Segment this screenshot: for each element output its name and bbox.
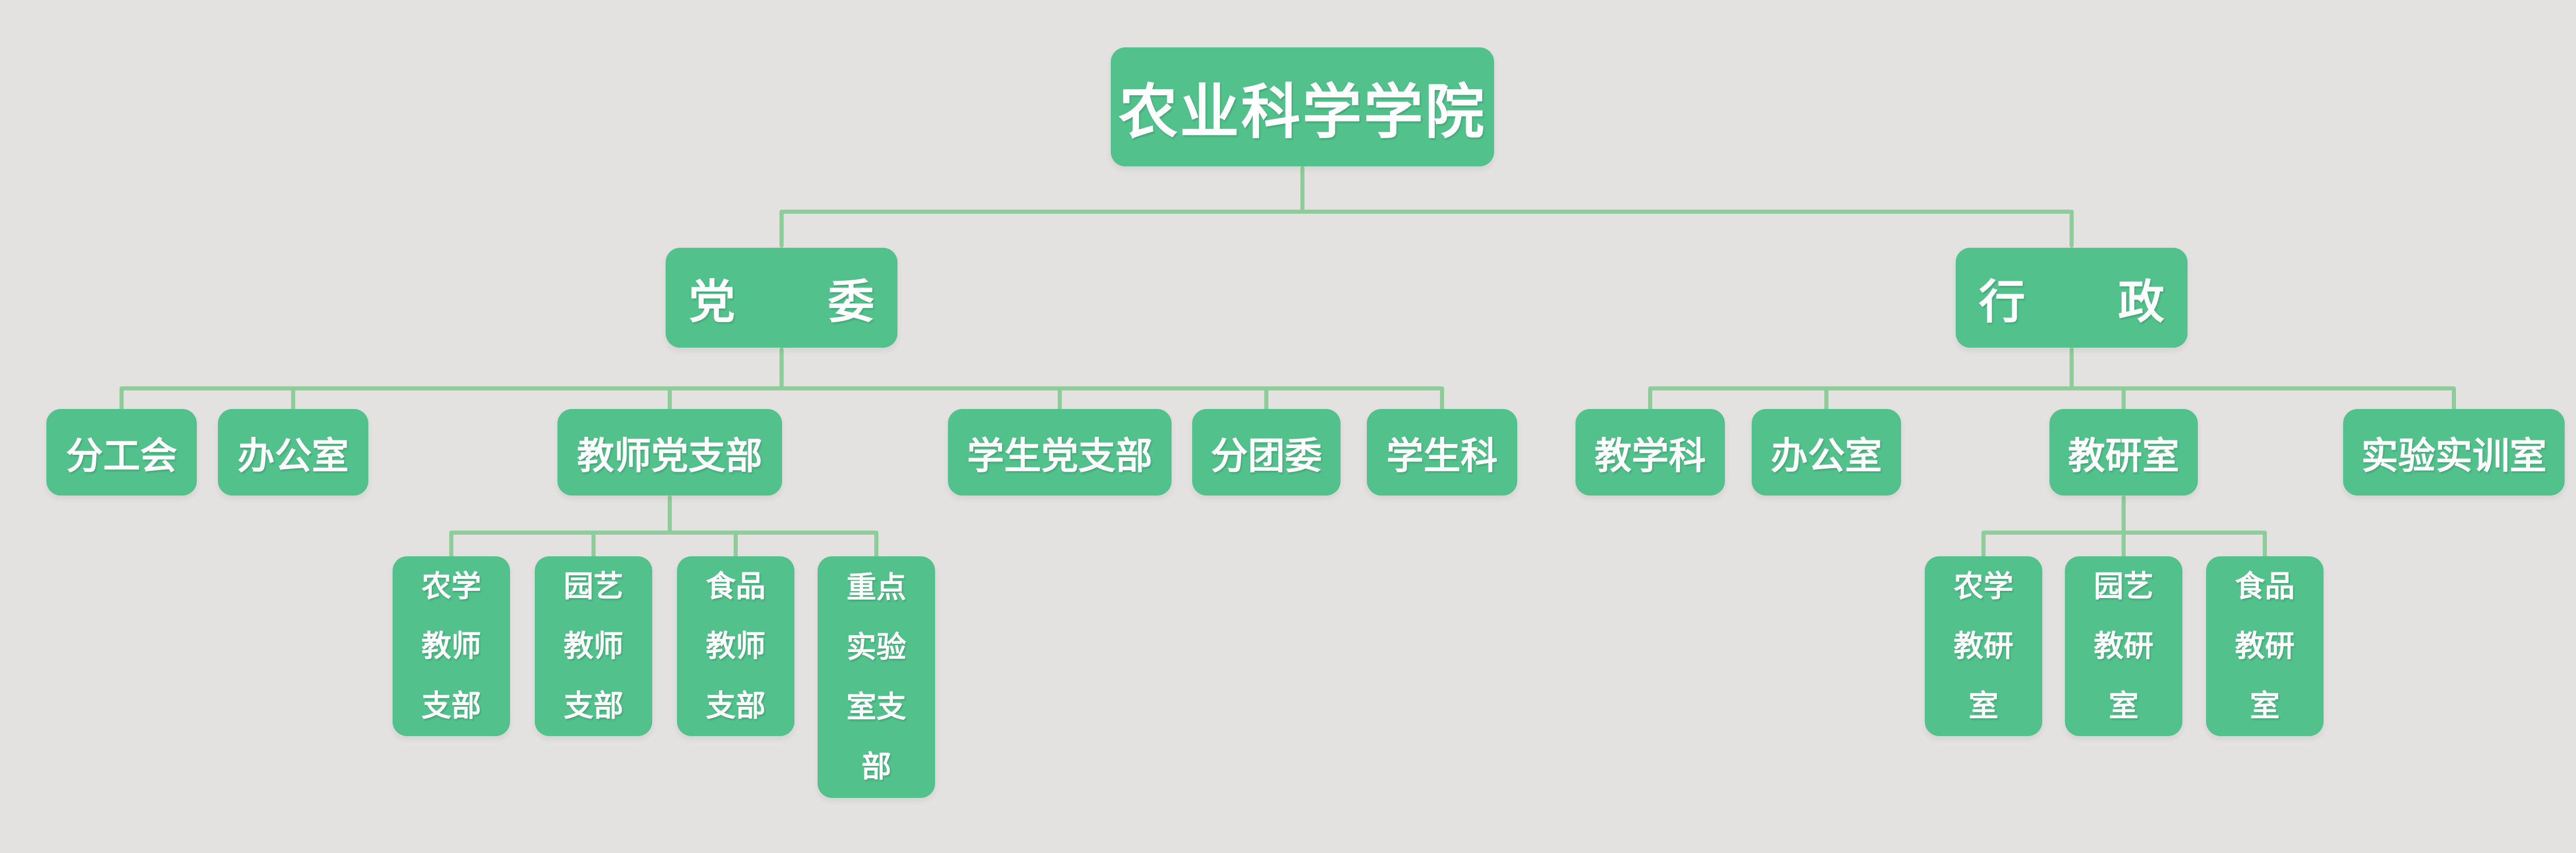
connector-line [668, 386, 672, 412]
node-student-party-branch: 学生党支部 [948, 409, 1172, 496]
connector-line [1981, 531, 1986, 559]
connector-line [2122, 386, 2126, 412]
connector-line [291, 386, 295, 412]
connector-line [449, 531, 453, 559]
connector-line [1650, 386, 2454, 390]
node-label: 分团委 [1210, 435, 1322, 477]
node-label: 园艺教研室 [2093, 569, 2154, 723]
node-label: 学生科 [1386, 435, 1498, 477]
node-student-affairs-section: 学生科 [1367, 409, 1517, 496]
connector-line [2122, 496, 2126, 559]
connector-line [120, 386, 124, 412]
connector-line [668, 496, 672, 535]
node-horticulture-teacher-branch: 园艺教师支部 [535, 556, 652, 736]
connector-line [451, 531, 876, 535]
connector-line [591, 531, 596, 559]
node-key-lab-branch: 重点实验室支部 [818, 556, 935, 798]
node-label: 食品教研室 [2234, 569, 2295, 723]
node-label: 教师党支部 [577, 435, 762, 477]
node-horticulture-teaching-research: 园艺教研室 [2065, 556, 2182, 736]
node-label: 食品教师支部 [705, 569, 766, 723]
node-college-root: 农业科学学院 [1111, 47, 1494, 166]
node-youth-league-branch: 分团委 [1192, 409, 1341, 496]
node-party-office: 办公室 [218, 409, 368, 496]
connector-line [1058, 386, 1062, 412]
connector-line [2263, 531, 2267, 559]
connector-line [2070, 210, 2074, 248]
node-label: 办公室 [237, 435, 349, 477]
node-label: 农学教研室 [1953, 569, 2013, 723]
node-lab-training-room: 实验实训室 [2343, 409, 2565, 496]
connector-line [1440, 386, 1444, 412]
connector-line [782, 210, 2072, 214]
node-teaching-research-office: 教研室 [2049, 409, 2198, 496]
node-label: 学生党支部 [967, 435, 1153, 477]
connector-line [2070, 348, 2074, 390]
connector-line [1648, 386, 1652, 412]
node-label: 办公室 [1770, 435, 1882, 477]
node-label: 园艺教师支部 [563, 569, 623, 723]
connector-line [734, 531, 738, 559]
node-label: 教研室 [2067, 435, 2179, 477]
node-label: 行政 [1979, 277, 2257, 328]
node-label: 分工会 [65, 435, 177, 477]
node-administration: 行政 [1956, 248, 2188, 348]
node-teacher-party-branch: 教师党支部 [557, 409, 782, 496]
node-label: 农学教师支部 [421, 569, 481, 723]
node-agronomy-teacher-branch: 农学教师支部 [393, 556, 510, 736]
node-label: 实验实训室 [2361, 435, 2547, 477]
node-label: 重点实验室支部 [846, 570, 906, 783]
connector-line [1300, 166, 1304, 214]
node-agronomy-teaching-research: 农学教研室 [1925, 556, 2042, 736]
connector-line [874, 531, 878, 559]
node-party-committee: 党委 [666, 248, 897, 348]
node-food-teacher-branch: 食品教师支部 [677, 556, 794, 736]
node-label: 党委 [689, 277, 967, 328]
connector-line [1264, 386, 1268, 412]
node-teaching-section: 教学科 [1575, 409, 1725, 496]
connector-line [1824, 386, 1828, 412]
node-food-teaching-research: 食品教研室 [2206, 556, 2324, 736]
connector-line [779, 348, 784, 390]
connector-line [779, 210, 784, 248]
node-label: 农业科学学院 [1118, 79, 1486, 145]
connector-line [2452, 386, 2456, 412]
node-label: 教学科 [1594, 435, 1706, 477]
node-union-branch: 分工会 [46, 409, 197, 496]
node-admin-office: 办公室 [1752, 409, 1901, 496]
